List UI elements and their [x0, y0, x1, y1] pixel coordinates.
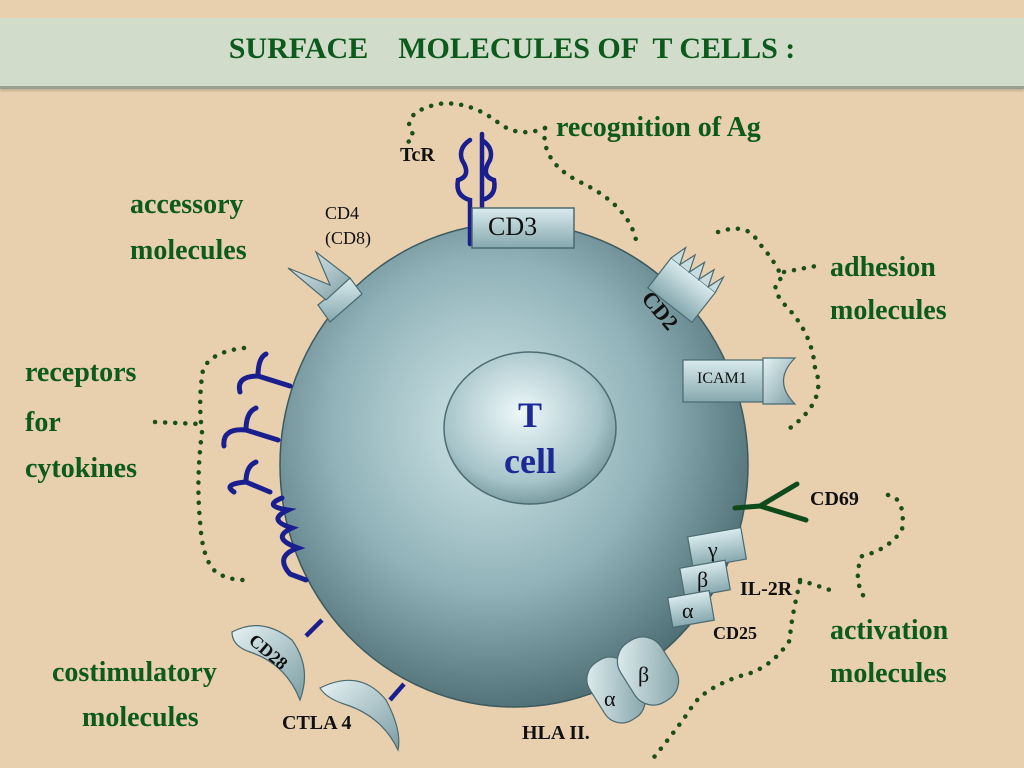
- cd4-icon: [287, 250, 363, 323]
- cytokine-receptors-icon: [221, 351, 309, 583]
- ctla4-icon: [319, 679, 406, 752]
- adhesion-connector: [781, 263, 819, 275]
- t-cell-label-line1: T: [517, 395, 542, 435]
- cd4-label-line1: CD4: [325, 203, 360, 223]
- recognition-bracket: [401, 101, 548, 147]
- cytokine-label-line3: cytokines: [25, 453, 137, 484]
- tcr-label: TcR: [400, 144, 435, 166]
- hla-beta-label: β: [638, 662, 650, 687]
- il2r-label: IL-2R: [740, 578, 793, 600]
- cd3-box: [471, 207, 575, 249]
- accessory-label-line1: accessory: [130, 189, 244, 220]
- il2r-beta-label: β: [697, 567, 709, 592]
- hla-ii-icon: [586, 636, 680, 724]
- hla-beta-chain: [616, 636, 680, 706]
- title-bar: [0, 18, 1024, 89]
- costimulatory-label-line1: costimulatory: [52, 657, 217, 688]
- hla-ii-label: HLA II.: [522, 722, 590, 744]
- cytokine-connector: [152, 419, 203, 427]
- activation-bracket-lower: [647, 579, 803, 765]
- nucleus: [443, 351, 617, 505]
- cd69-icon: [732, 481, 809, 523]
- il2r-gamma-label: γ: [708, 537, 718, 562]
- cytokine-bracket: [196, 345, 247, 583]
- il2r-alpha-label: α: [682, 598, 694, 623]
- activation-label-line1: activation: [830, 615, 949, 646]
- t-cell-label-line2: cell: [504, 441, 556, 481]
- cd2-icon: [646, 245, 726, 324]
- il2r-icon: [667, 526, 748, 629]
- adhesion-bracket: [715, 226, 821, 431]
- cd28-icon: [231, 618, 324, 702]
- activation-connector: [797, 577, 833, 593]
- adhesion-label-line1: adhesion: [830, 252, 936, 283]
- cd4-label-line2: (CD8): [325, 228, 371, 248]
- recognition-bracket-right: [542, 125, 639, 243]
- activation-label-line2: molecules: [830, 658, 947, 689]
- recognition-label: recognition of Ag: [556, 112, 761, 143]
- ctla4-label: CTLA 4: [282, 712, 352, 734]
- cd25-label: CD25: [713, 623, 757, 643]
- cd69-label: CD69: [810, 488, 859, 510]
- activation-bracket: [855, 492, 905, 603]
- accessory-label-line2: molecules: [130, 235, 247, 266]
- icam1-label: ICAM1: [697, 370, 747, 387]
- t-cell-label: T cell: [445, 392, 615, 484]
- adhesion-label-line2: molecules: [830, 295, 947, 326]
- hla-alpha-label: α: [604, 686, 616, 711]
- cytokine-label-line1: receptors: [25, 357, 137, 388]
- il2r-alpha-block: [667, 589, 715, 629]
- cytokine-label-line2: for: [25, 407, 61, 438]
- icam1-icon: [682, 357, 797, 405]
- slide-title: SURFACE MOLECULES OF T CELLS :: [228, 32, 796, 65]
- costimulatory-label-line2: molecules: [82, 702, 199, 733]
- cd3-label: CD3: [488, 212, 538, 241]
